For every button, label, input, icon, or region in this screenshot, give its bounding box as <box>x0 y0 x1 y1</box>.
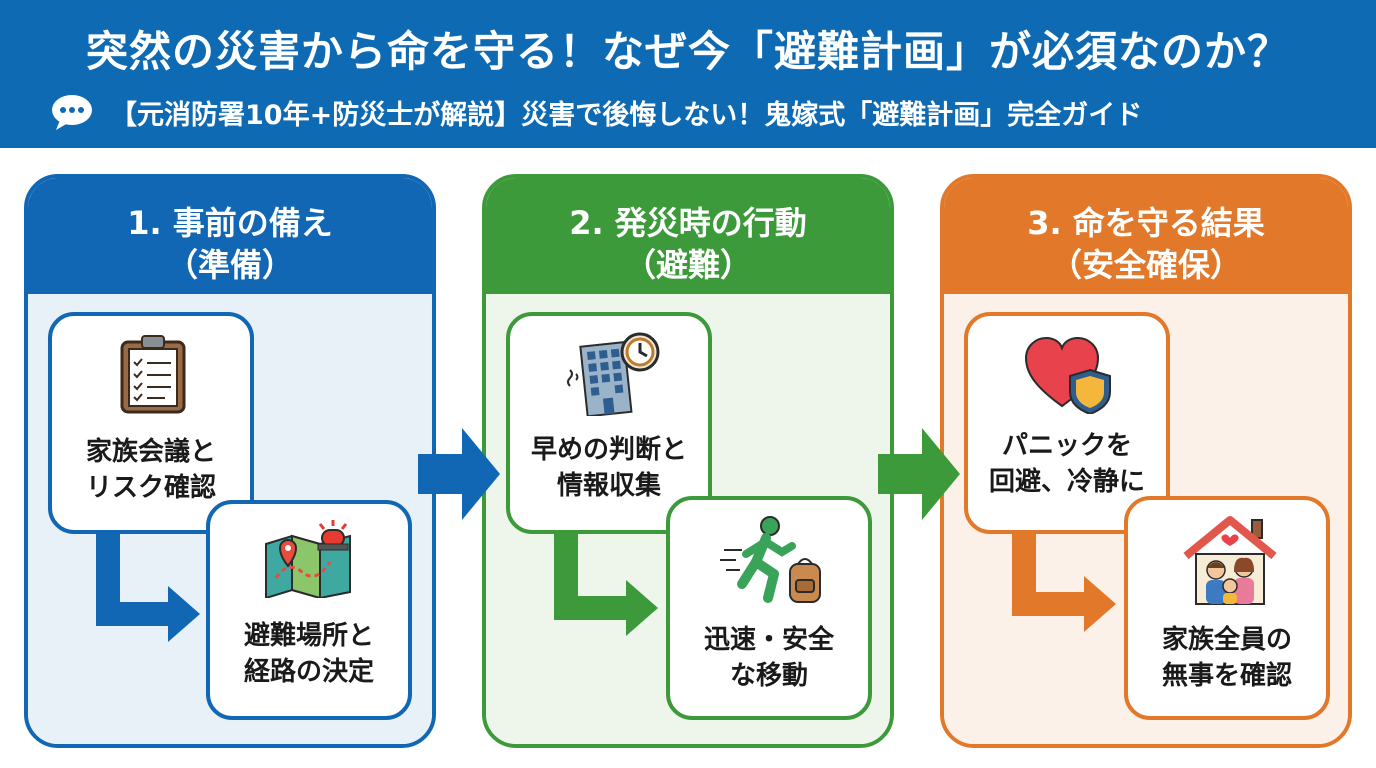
card-text-line2: リスク確認 <box>85 473 216 503</box>
header-banner: 突然の災害から命を守る！なぜ今「避難計画」が必須なのか？ 【元消防署10年+防災… <box>0 0 1376 148</box>
card-text-line1: パニックを <box>1001 431 1132 461</box>
card-early-decision: 早めの判断と 情報収集 <box>506 312 712 534</box>
card-evacuation-route: 避難場所と 経路の決定 <box>206 500 412 720</box>
card-safe-movement: 迅速・安全 な移動 <box>666 496 872 720</box>
card-text-line1: 家族全員の <box>1161 625 1292 655</box>
step-header-3: 3. 命を守る結果 （安全確保） <box>944 178 1348 294</box>
step-arrow-2-to-3 <box>878 428 960 520</box>
card-text-line1: 迅速・安全 <box>703 625 834 655</box>
subtitle-row: 【元消防署10年+防災士が解説】災害で後悔しない！鬼嫁式「避難計画」完全ガイド <box>50 90 1142 134</box>
card-text-line1: 家族会議と <box>85 437 216 467</box>
card-text-line2: 無事を確認 <box>1161 661 1292 691</box>
page-subtitle: 【元消防署10年+防災士が解説】災害で後悔しない！鬼嫁式「避難計画」完全ガイド <box>110 99 1143 131</box>
card-text-line2: 回避、冷静に <box>988 467 1145 497</box>
step-title-3: 3. 命を守る結果 <box>1027 204 1265 242</box>
step-header-2: 2. 発災時の行動 （避難） <box>486 178 890 294</box>
chat-bubble-icon <box>52 95 92 130</box>
step-subtitle-3: （安全確保） <box>1049 246 1242 284</box>
map-alarm-icon <box>265 520 351 598</box>
heart-shield-icon <box>1024 336 1111 414</box>
card-text-line2: 情報収集 <box>556 471 661 501</box>
card-avoid-panic: パニックを 回避、冷静に <box>964 312 1170 534</box>
card-text-line1: 避難場所と <box>243 621 374 651</box>
step-subtitle-2: （避難） <box>623 246 752 284</box>
page-title: 突然の災害から命を守る！なぜ今「避難計画」が必須なのか？ <box>85 27 1290 76</box>
step-subtitle-1: （準備） <box>165 246 294 284</box>
step-arrow-1-to-2 <box>418 428 500 520</box>
step-header-1: 1. 事前の備え （準備） <box>28 178 432 294</box>
clipboard-checklist-icon <box>120 335 186 414</box>
card-family-meeting: 家族会議と リスク確認 <box>48 312 254 534</box>
step-title-1: 1. 事前の備え <box>127 204 333 242</box>
card-family-safe: 家族全員の 無事を確認 <box>1124 496 1330 720</box>
building-clock-icon <box>567 332 660 416</box>
family-house-icon <box>1183 516 1277 605</box>
running-person-backpack-icon <box>720 516 821 603</box>
card-text-line2: な移動 <box>729 661 808 691</box>
card-text-line2: 経路の決定 <box>243 657 374 687</box>
step-title-2: 2. 発災時の行動 <box>569 204 807 242</box>
card-text-line1: 早めの判断と <box>530 435 687 465</box>
